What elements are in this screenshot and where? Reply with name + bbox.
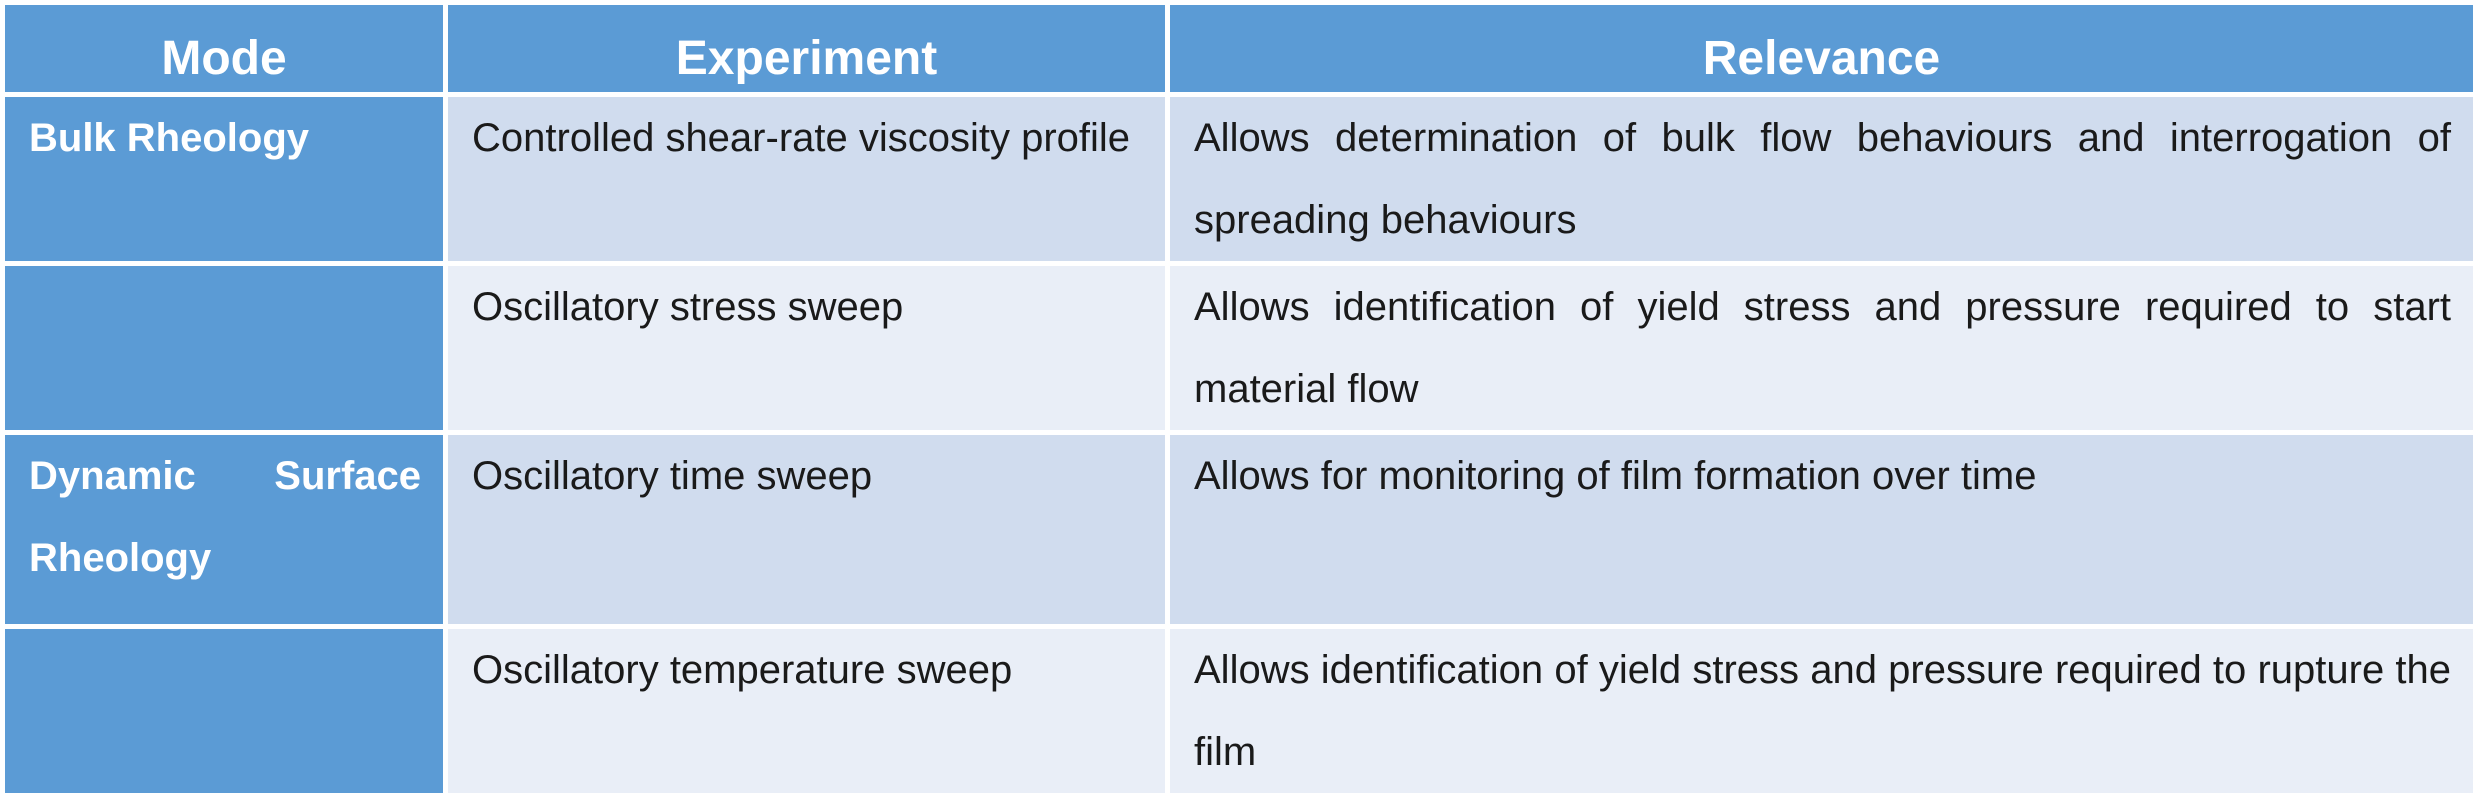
header-mode: Mode bbox=[3, 3, 446, 95]
table-row: Oscillatory stress sweep Allows identifi… bbox=[3, 264, 2473, 433]
table-row: Oscillatory temperature sweep Allows ide… bbox=[3, 627, 2473, 796]
header-relevance: Relevance bbox=[1168, 3, 2473, 95]
mode-cell: Dynamic Surface Rheology bbox=[3, 433, 446, 627]
relevance-cell: Allows identification of yield stress an… bbox=[1168, 264, 2473, 433]
mode-cell: Bulk Rheology bbox=[3, 95, 446, 264]
table-row: Dynamic Surface Rheology Oscillatory tim… bbox=[3, 433, 2473, 627]
experiment-cell: Oscillatory stress sweep bbox=[446, 264, 1168, 433]
experiment-cell: Controlled shear-rate viscosity profile bbox=[446, 95, 1168, 264]
header-experiment: Experiment bbox=[446, 3, 1168, 95]
mode-cell bbox=[3, 627, 446, 796]
header-row: Mode Experiment Relevance bbox=[3, 3, 2473, 95]
mode-cell bbox=[3, 264, 446, 433]
experiment-cell: Oscillatory time sweep bbox=[446, 433, 1168, 627]
relevance-cell: Allows determination of bulk flow behavi… bbox=[1168, 95, 2473, 264]
experiment-cell: Oscillatory temperature sweep bbox=[446, 627, 1168, 796]
rheology-table-container: Mode Experiment Relevance Bulk Rheology … bbox=[0, 0, 2473, 760]
relevance-cell: Allows identification of yield stress an… bbox=[1168, 627, 2473, 796]
relevance-cell: Allows for monitoring of film formation … bbox=[1168, 433, 2473, 627]
table-row: Bulk Rheology Controlled shear-rate visc… bbox=[3, 95, 2473, 264]
